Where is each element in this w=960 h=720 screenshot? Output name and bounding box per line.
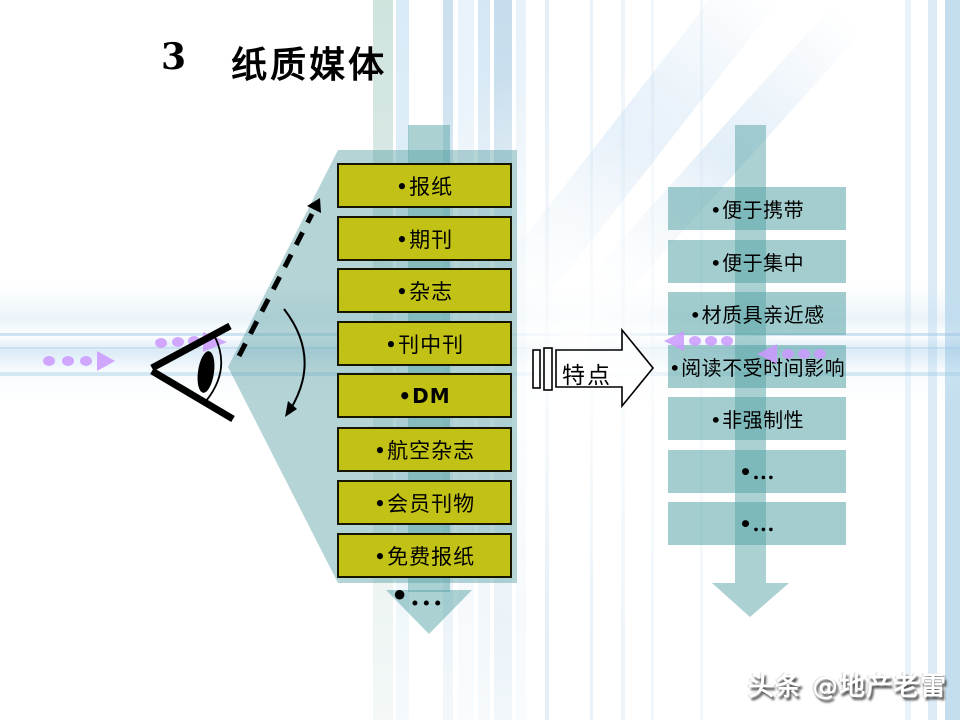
dotted-arrow-icon	[43, 351, 115, 371]
feature-box: •非强制性	[668, 397, 846, 440]
media-item-box: •杂志	[337, 268, 512, 313]
watermark: 头条 @地产老雷	[747, 672, 947, 702]
media-item-box: •DM	[337, 373, 512, 418]
dotted-arrow-icon	[757, 344, 826, 364]
media-item-box: •期刊	[337, 216, 512, 261]
title-text: 纸质媒体	[231, 44, 388, 86]
feature-box: •便于携带	[668, 187, 846, 230]
title-number: 3	[161, 36, 190, 78]
media-item-box: •免费报纸	[337, 533, 512, 578]
feature-box: •材质具亲近感	[668, 292, 846, 335]
feature-box: •...	[668, 450, 846, 493]
media-more-label: •...	[391, 581, 445, 612]
media-item-box: •报纸	[337, 163, 512, 208]
block-arrow-icon	[532, 327, 655, 409]
bg-stripe	[928, 0, 937, 720]
media-item-box: •会员刊物	[337, 480, 512, 525]
bg-stripe	[945, 0, 960, 720]
curved-arrow-icon	[283, 308, 306, 417]
feature-box: •便于集中	[668, 240, 846, 283]
connector-label: 特点	[562, 363, 612, 389]
dashed-arrow-icon	[236, 198, 321, 358]
page-title: 3 纸质媒体	[161, 36, 387, 88]
bg-stripe	[905, 0, 911, 720]
media-item-box: •航空杂志	[337, 427, 512, 472]
dotted-arrow-icon	[664, 331, 733, 351]
eye-icon	[150, 322, 235, 423]
media-item-box: •刊中刊	[337, 321, 512, 366]
feature-box: •...	[668, 502, 846, 545]
